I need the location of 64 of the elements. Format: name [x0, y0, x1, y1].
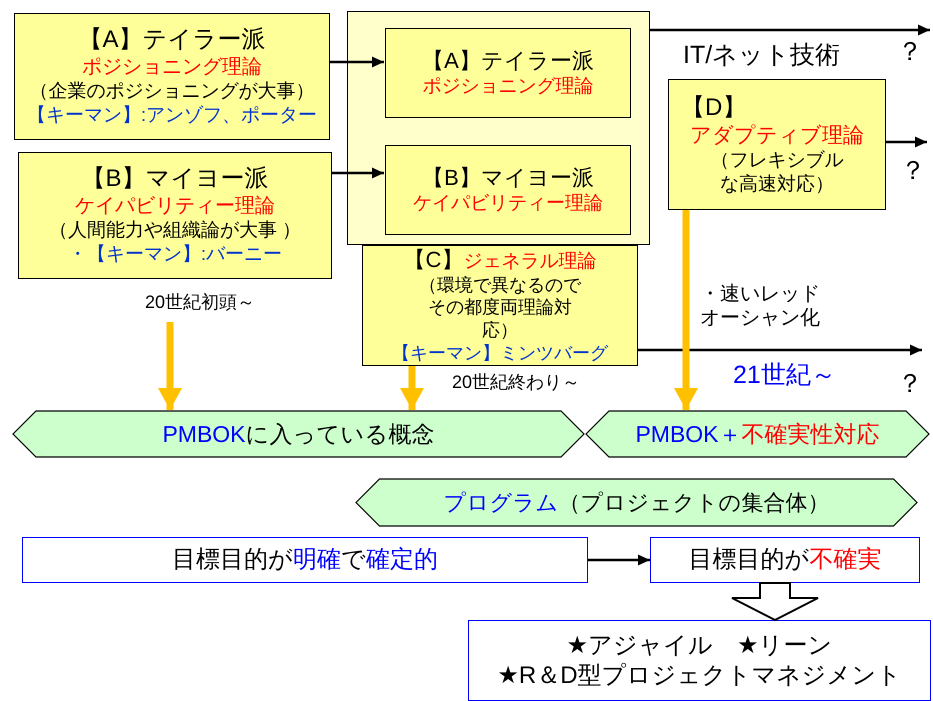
theory-name: ケイパビリティー理論: [75, 195, 275, 218]
box-heading: 【C】: [404, 247, 464, 272]
theory-box: [362, 245, 638, 366]
box-heading: 【A】テイラー派: [78, 26, 266, 54]
arrow: [886, 136, 927, 148]
theory-name: ポジショニング理論: [82, 56, 262, 78]
method-text: ★R＆D型プロジェクトマネジメント: [497, 662, 902, 688]
goal-text: 不確実: [810, 546, 882, 573]
note-text: （企業のポジショニングが大事）: [30, 81, 314, 102]
goal-text: 目標目的が: [172, 546, 293, 573]
banner-text: 不確実性対応: [742, 420, 880, 447]
theory-box: [385, 145, 631, 235]
note-text: ・速いレッドオーシャン化: [700, 282, 821, 330]
arrow: [731, 582, 819, 622]
hexagon-banner: [585, 410, 930, 458]
arrow: [588, 554, 650, 566]
key-person-text: ・【キーマン】:バーニー: [68, 244, 282, 265]
banner-text: に入っている概念: [246, 420, 435, 447]
note-text: （環境で異なるのでその都度両理論対応）: [418, 274, 582, 342]
theory-box: [668, 79, 886, 210]
banner-text: （プロジェクトの集合体）: [558, 490, 830, 515]
goal-text: で: [341, 546, 366, 573]
method-box: [468, 620, 931, 701]
theory-name: ポジショニング理論: [422, 76, 594, 97]
goal-text: 明確: [293, 546, 341, 573]
theory-box: [18, 152, 332, 279]
arrow: [650, 24, 930, 36]
arrow: [332, 168, 384, 178]
box-heading: 【A】テイラー派: [422, 48, 594, 74]
goal-text: 確定的: [366, 546, 438, 573]
theory-box: [385, 28, 631, 118]
goal-box: [650, 537, 920, 583]
arrow: [400, 366, 424, 410]
note-text: （フレキシブルな高速対応）: [710, 148, 844, 196]
theory-name: ケイパビリティー理論: [413, 192, 603, 214]
key-person-text: 【キーマン】ミンツバーグ: [392, 342, 608, 363]
theory-name: ジェネラル理論: [463, 251, 596, 272]
question-mark: ？: [897, 36, 923, 68]
banner-text: PMBOK: [162, 420, 246, 447]
theory-name: アダプティブ理論: [690, 124, 864, 147]
goal-box: [22, 537, 588, 583]
banner-text: PMBOK＋: [635, 420, 742, 447]
arrow: [674, 210, 698, 410]
box-heading: 【B】マイヨー派: [81, 165, 268, 192]
hexagon-banner: [355, 478, 918, 527]
hexagon-banner: [12, 410, 585, 458]
theory-box: [14, 13, 330, 140]
box-heading: 【B】マイヨー派: [422, 165, 594, 190]
arrow: [638, 344, 922, 356]
question-mark: ？: [900, 155, 926, 186]
banner-text: プログラム: [444, 490, 558, 515]
group-panel: [347, 11, 650, 245]
arrow: [330, 56, 384, 68]
note-text: （人間能力や組織論が大事 ）: [48, 220, 302, 242]
goal-text: 目標目的が: [688, 546, 810, 573]
box-heading: 【D】: [681, 94, 746, 121]
era-label: 21世紀～: [733, 360, 836, 390]
method-text: ★アジャイル ★リーン: [566, 632, 833, 658]
question-mark: ？: [897, 368, 923, 400]
era-label: 20世紀終わり～: [452, 372, 580, 394]
category-label: IT/ネット技術: [683, 40, 840, 70]
arrow: [158, 322, 182, 410]
key-person-text: 【キーマン】:アンゾフ、ポーター: [26, 105, 318, 126]
era-label: 20世紀初頭～: [145, 292, 256, 314]
